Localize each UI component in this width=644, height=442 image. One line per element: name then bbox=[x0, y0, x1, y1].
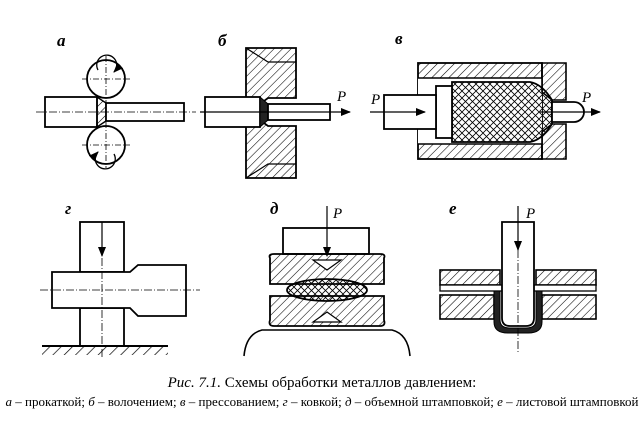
panel-v-force-left-label: P bbox=[370, 92, 380, 108]
panel-g-forging: г bbox=[40, 199, 200, 358]
die-forging-base bbox=[243, 329, 411, 357]
panel-e-label: е bbox=[449, 199, 457, 218]
legend-key: г bbox=[282, 394, 288, 409]
panel-a-label: а bbox=[57, 31, 66, 50]
legend-key: б bbox=[88, 394, 95, 409]
caption-legend: а – прокаткой; б – волочением; в – пресс… bbox=[0, 394, 644, 410]
figure-caption: Рис. 7.1. Схемы обработки металлов давле… bbox=[0, 374, 644, 410]
panel-b-force-label: P bbox=[336, 89, 346, 105]
caption-title: Рис. 7.1. Схемы обработки металлов давле… bbox=[0, 374, 644, 393]
panel-v-label: в bbox=[395, 29, 403, 48]
legend-text: – объемной штамповкой; bbox=[351, 394, 498, 409]
extrusion-ram bbox=[435, 85, 453, 139]
panel-v-force-right-label: P bbox=[581, 90, 591, 106]
panel-v-extrusion: в P P bbox=[370, 29, 601, 160]
lower-die bbox=[268, 295, 386, 327]
blank-holder-left bbox=[439, 269, 501, 286]
caption-title-text: Схемы обработки металлов давлением: bbox=[224, 375, 477, 391]
panel-e-sheet-stamping: е P bbox=[439, 199, 597, 354]
die-forging-workpiece bbox=[286, 278, 368, 302]
legend-key: в bbox=[179, 394, 186, 409]
legend-text: – листовой штамповкой bbox=[502, 394, 639, 409]
legend-text: – прокаткой; bbox=[12, 394, 89, 409]
legend-text: – волочением; bbox=[94, 394, 180, 409]
panel-d-force-label: P bbox=[332, 206, 342, 222]
panel-e-force-label: P bbox=[525, 206, 535, 222]
extrusion-billet bbox=[451, 81, 553, 143]
panel-g-label: г bbox=[65, 199, 71, 218]
forging-workpiece bbox=[51, 264, 187, 317]
panel-b-label: б bbox=[218, 31, 228, 50]
upper-die-block bbox=[282, 227, 370, 255]
caption-fig-ref: Рис. 7.1. bbox=[167, 375, 221, 391]
panel-a-rolling: а bbox=[36, 31, 196, 170]
die-left bbox=[439, 294, 495, 320]
legend-key: д bbox=[344, 394, 352, 409]
legend-text: – ковкой; bbox=[287, 394, 345, 409]
panel-b-drawing: б P bbox=[200, 31, 351, 179]
die-right bbox=[541, 294, 597, 320]
drawing-die bbox=[245, 47, 297, 105]
panel-d-die-forging: д P bbox=[243, 199, 411, 357]
legend-text: – прессованием; bbox=[185, 394, 283, 409]
panel-d-label: д bbox=[270, 199, 279, 218]
drawn-cup bbox=[493, 290, 543, 334]
blank-holder-right bbox=[535, 269, 597, 286]
legend-key: е bbox=[497, 394, 503, 409]
legend-key: а bbox=[5, 394, 13, 409]
